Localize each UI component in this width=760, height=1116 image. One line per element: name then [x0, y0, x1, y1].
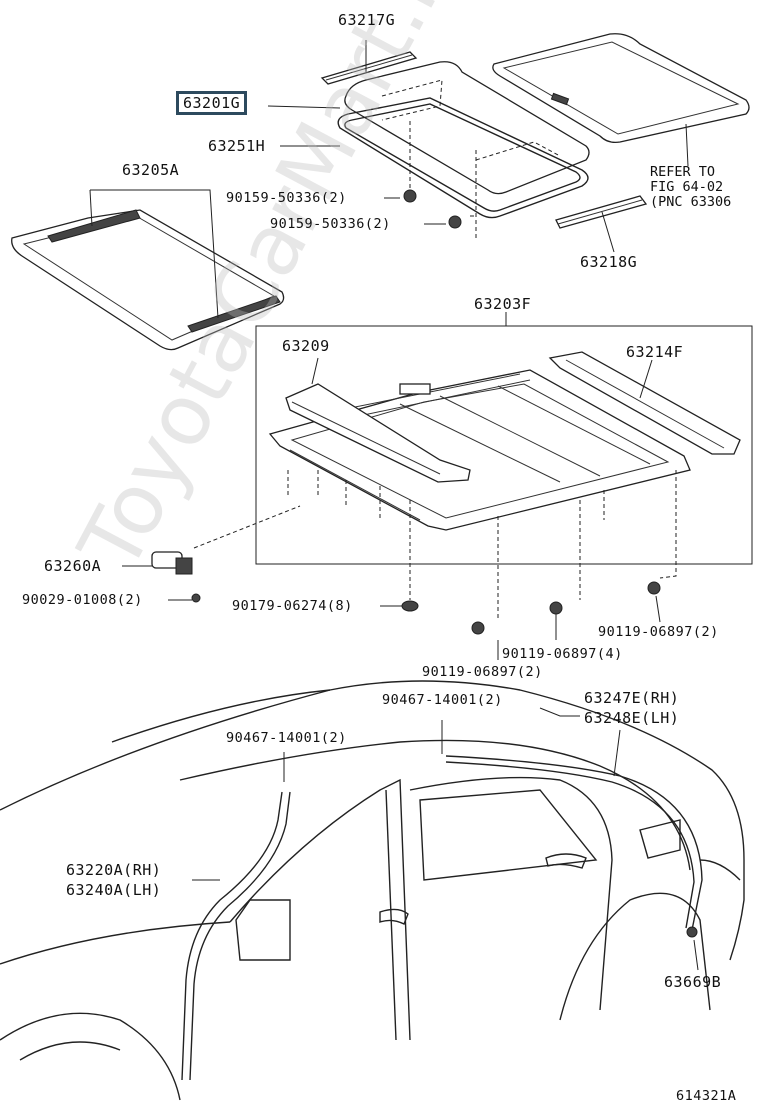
seal-63251H	[337, 97, 589, 219]
label-63214F[interactable]: 63214F	[626, 343, 684, 361]
label-63220A[interactable]: 63220A(RH)	[66, 861, 162, 879]
label-63251H[interactable]: 63251H	[208, 137, 266, 155]
figure-id: 614321A	[676, 1088, 737, 1104]
label-90029[interactable]: 90029-01008(2)	[22, 592, 143, 608]
weatherstrip-63217G	[320, 51, 418, 85]
label-90159-b[interactable]: 90159-50336(2)	[270, 216, 391, 232]
label-63217G[interactable]: 63217G	[338, 11, 396, 29]
label-63209[interactable]: 63209	[282, 337, 330, 355]
label-90179[interactable]: 90179-06274(8)	[232, 598, 353, 614]
drain-hose-front	[181, 752, 291, 1081]
label-63201G[interactable]: 63201G	[176, 91, 248, 115]
weatherstrip-63218G	[555, 195, 648, 253]
label-63248E[interactable]: 63248E(LH)	[584, 709, 680, 727]
screw-90119-c	[647, 581, 661, 623]
label-90467-a[interactable]: 90467-14001(2)	[226, 730, 347, 746]
label-90467-b[interactable]: 90467-14001(2)	[382, 692, 503, 708]
car-body	[0, 680, 745, 1101]
label-63240A[interactable]: 63240A(LH)	[66, 881, 162, 899]
sunshade-63306	[492, 33, 750, 167]
bolt-90159-b	[448, 150, 477, 240]
motor-63260A	[122, 551, 201, 603]
drip-tray-63205A	[11, 189, 285, 351]
drain-hose-rear	[441, 707, 703, 971]
sunroof-frame	[268, 369, 691, 531]
label-63218G[interactable]: 63218G	[580, 253, 638, 271]
label-90119-b[interactable]: 90119-06897(4)	[502, 646, 623, 662]
label-63260A[interactable]: 63260A	[44, 557, 102, 575]
refer-note-line3: (PNC 63306	[650, 194, 732, 210]
label-63203F[interactable]: 63203F	[474, 295, 532, 313]
label-63205A[interactable]: 63205A	[122, 161, 180, 179]
sunroof-housing-box	[255, 312, 753, 565]
label-90119-a[interactable]: 90119-06897(2)	[422, 664, 543, 680]
label-63669B[interactable]: 63669B	[664, 973, 722, 991]
refer-note-line1: REFER TO	[650, 164, 716, 180]
label-90159-a[interactable]: 90159-50336(2)	[226, 190, 347, 206]
refer-note-line2: FIG 64-02	[650, 179, 724, 195]
clip-90179	[380, 600, 419, 612]
glass-panel	[344, 61, 590, 195]
screw-90119-b	[549, 601, 563, 640]
guide-rail-63214F	[548, 351, 741, 455]
label-90119-c[interactable]: 90119-06897(2)	[598, 624, 719, 640]
refer-note: REFER TO FIG 64-02 (PNC 63306	[650, 165, 731, 210]
label-63247E[interactable]: 63247E(RH)	[584, 689, 680, 707]
bolt-90159-a	[403, 120, 417, 203]
wind-deflector-63209	[285, 357, 471, 483]
screw-90119-a	[471, 621, 499, 660]
housing-leaders	[193, 470, 677, 620]
